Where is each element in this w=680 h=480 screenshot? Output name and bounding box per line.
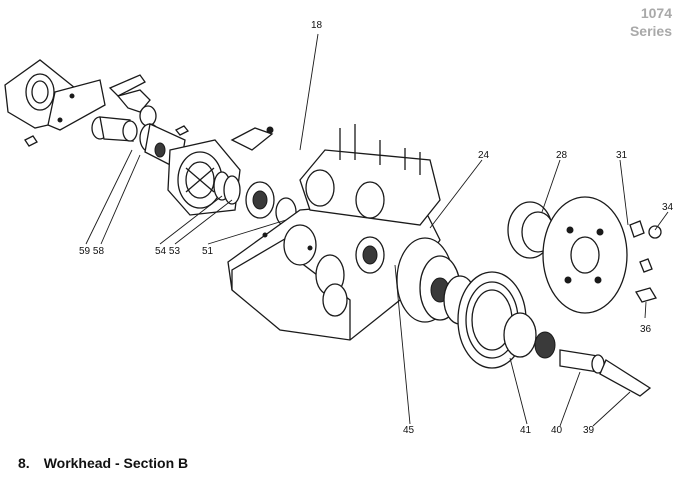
guard-housing <box>4 59 106 147</box>
small-fittings <box>174 125 274 151</box>
centre-point <box>559 349 652 397</box>
part-label-51: 51 <box>202 246 214 257</box>
part-label-31: 31 <box>616 150 628 161</box>
large-pulley <box>457 271 556 369</box>
part-numbers: 18 24 28 31 34 36 39 40 41 45 51 54 53 5… <box>79 20 674 436</box>
part-label-28: 28 <box>556 150 568 161</box>
part-label-40: 40 <box>551 425 563 436</box>
part-label-34: 34 <box>662 202 674 213</box>
model-number: 1074 <box>640 5 672 21</box>
part-label-36: 36 <box>640 324 652 335</box>
fasteners <box>629 220 662 303</box>
pipe-fitting <box>108 74 157 127</box>
leader-lines <box>85 33 669 427</box>
part-label-39: 39 <box>583 425 595 436</box>
series-text: Series <box>629 23 672 39</box>
caption-number: 8. <box>18 455 30 471</box>
part-label-18: 18 <box>311 20 323 31</box>
caption-title: Workhead - Section B <box>43 455 189 471</box>
part-label-45: 45 <box>403 425 415 436</box>
part-label-59-58: 59 58 <box>79 246 104 257</box>
figure-caption: 8. Workhead - Section B <box>18 455 188 471</box>
bearing-rings <box>213 171 297 227</box>
series-label: 1074 Series <box>630 4 672 40</box>
part-label-41: 41 <box>520 425 532 436</box>
part-label-54-53: 54 53 <box>155 246 180 257</box>
clamp-block <box>299 124 441 226</box>
part-label-24: 24 <box>478 150 490 161</box>
face-plate <box>542 196 628 314</box>
